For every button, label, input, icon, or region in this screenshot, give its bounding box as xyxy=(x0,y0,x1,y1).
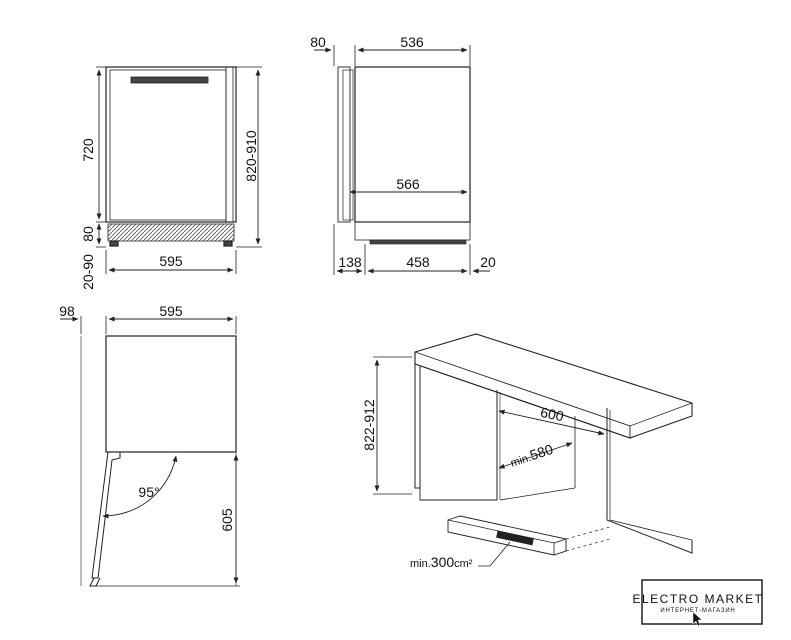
front-door-frame xyxy=(109,69,227,221)
right-cabinet xyxy=(606,408,693,554)
installation-view xyxy=(373,333,693,567)
label-20-side: 20 xyxy=(480,254,496,270)
label-20-90: 20-90 xyxy=(80,254,96,290)
cursor-icon xyxy=(692,611,703,627)
leader-300 xyxy=(478,541,511,567)
label-820-910: 820-910 xyxy=(243,130,259,182)
label-138: 138 xyxy=(338,254,362,270)
label-80-front: 80 xyxy=(80,226,96,242)
label-720: 720 xyxy=(80,138,96,162)
front-foot-left xyxy=(109,240,119,247)
label-605: 605 xyxy=(219,508,235,532)
side-view xyxy=(314,45,490,275)
front-cabinet xyxy=(105,66,237,223)
label-822-912: 822-912 xyxy=(361,399,377,451)
label-min-300: min.300cm² xyxy=(410,554,473,570)
dim-line-600 xyxy=(498,409,605,436)
svg-text:min.300cm²: min.300cm² xyxy=(410,554,473,570)
min-300-value: 300 xyxy=(431,554,455,570)
logo-subtitle: ИНТЕРНЕТ-МАГАЗИН xyxy=(660,608,735,614)
logo-title: ELECTRO MARKET xyxy=(632,592,763,606)
label-95-degrees: 95° xyxy=(138,484,159,500)
left-cabinet xyxy=(414,364,421,489)
label-566: 566 xyxy=(396,176,420,192)
label-600: 600 xyxy=(539,404,565,425)
top-view xyxy=(60,316,240,587)
logo-frame xyxy=(641,579,763,625)
side-plinth xyxy=(354,221,471,241)
min-580-value: 580 xyxy=(528,441,555,464)
label-536: 536 xyxy=(400,34,424,50)
front-plinth-grille xyxy=(107,223,235,242)
dim-line-580 xyxy=(498,442,573,469)
label-595-front: 595 xyxy=(159,253,183,269)
front-handle xyxy=(130,76,209,84)
svg-text:min.580: min.580 xyxy=(508,441,555,470)
electro-market-logo: ELECTRO MARKET ИНТЕРНЕТ-МАГАЗИН xyxy=(632,579,763,627)
front-foot-right xyxy=(223,240,233,247)
side-door-inner xyxy=(342,69,354,221)
side-body xyxy=(354,66,471,223)
top-cabinet xyxy=(105,335,237,453)
side-door xyxy=(337,66,351,223)
label-458: 458 xyxy=(406,254,430,270)
label-98: 98 xyxy=(59,303,75,319)
front-hinge-strip xyxy=(225,66,234,223)
vent-slot xyxy=(496,530,534,546)
angle-arc xyxy=(102,455,178,519)
side-base xyxy=(369,239,467,245)
label-min-580: min.580 xyxy=(508,441,555,470)
min-300-prefix: min. xyxy=(410,558,431,570)
label-80-side: 80 xyxy=(310,34,326,50)
label-595-top: 595 xyxy=(159,303,183,319)
front-view xyxy=(96,66,262,274)
min-300-unit: cm² xyxy=(454,558,473,570)
